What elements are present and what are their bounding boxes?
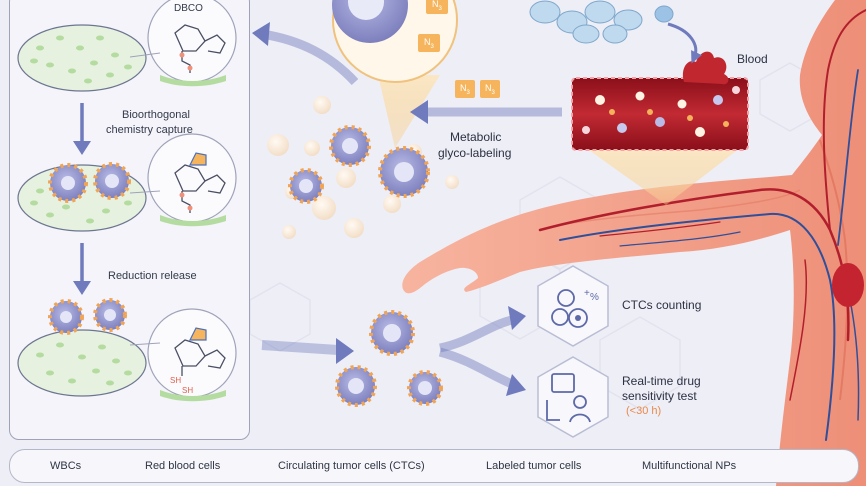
legend-item-ctc: Circulating tumor cells (CTCs) <box>272 450 425 482</box>
human-body <box>402 0 866 486</box>
ctc-counting-label: CTCs counting <box>622 298 702 312</box>
mixed-cell-population <box>267 96 459 239</box>
blood-vessel-segment <box>571 51 749 205</box>
capture-release-panel: DBCO Bioorthogonal chemistry capture Red… <box>9 0 250 440</box>
arrow-release-head <box>336 338 354 364</box>
arrow-to-counting <box>439 315 514 353</box>
blood-cells-in-vessel <box>582 86 740 137</box>
counting-hexagon: + % <box>537 265 609 347</box>
metabolic-label-line2: glyco-labeling <box>438 146 512 160</box>
blood-label: Blood <box>737 52 768 66</box>
magnified-ctc-view <box>332 0 458 148</box>
arrow-to-counting-head <box>508 306 526 330</box>
svg-text:+: + <box>584 288 590 299</box>
azide-tag-label-1: N3 <box>432 0 442 12</box>
cell-cluster-source <box>529 0 674 44</box>
blood-vessels <box>538 9 866 441</box>
legend-item-np: Multifunctional NPs <box>636 450 736 482</box>
step1-label-line2: chemistry capture <box>106 124 193 136</box>
arrow-to-drug-test-head <box>506 374 526 396</box>
arrow-to-panel-head <box>252 22 270 46</box>
legend-label: Circulating tumor cells (CTCs) <box>278 460 425 472</box>
released-labeled-ctcs <box>335 310 443 407</box>
panel-canvas <box>17 0 237 402</box>
sh-label-2: SH <box>182 386 194 395</box>
step2-label: Reduction release <box>108 270 197 282</box>
azide-tag-label-2: N3 <box>424 37 434 50</box>
metabolic-arrow-head <box>410 100 428 124</box>
drug-test-hexagon <box>537 356 609 438</box>
stage1-substrate <box>17 0 237 92</box>
legend: WBCs Red blood cells Circulating tumor c… <box>9 449 859 483</box>
legend-label: Labeled tumor cells <box>486 460 582 472</box>
heart-icon <box>832 263 864 307</box>
drug-test-label-line2: sensitivity test <box>622 389 697 403</box>
azide-tag-label-3: N3 <box>460 83 470 96</box>
legend-label: Red blood cells <box>145 460 221 472</box>
sh-label-1: SH <box>170 376 182 385</box>
dbco-label: DBCO <box>174 3 203 14</box>
drug-test-time-note: (<30 h) <box>626 405 662 417</box>
arrow-to-blood <box>667 22 702 64</box>
azide-tag-icons <box>418 0 500 98</box>
drug-test-label-line1: Real-time drug <box>622 374 701 388</box>
svg-text:%: % <box>590 292 599 303</box>
legend-item-labeled: Labeled tumor cells <box>480 450 581 482</box>
arrow-to-drug-test <box>438 347 514 389</box>
labeled-ctc-cells-middle <box>288 125 430 204</box>
legend-item-rbc: Red blood cells <box>139 450 220 482</box>
legend-item-wbc: WBCs <box>44 450 81 482</box>
legend-label: WBCs <box>50 460 82 472</box>
stage3-substrate <box>17 298 237 402</box>
arrow-release <box>261 340 339 355</box>
azide-tag-label-4: N3 <box>485 83 495 96</box>
stage2-substrate <box>17 133 237 232</box>
arrow-to-panel <box>261 29 359 86</box>
metabolic-label-line1: Metabolic <box>450 130 502 144</box>
legend-label: Multifunctional NPs <box>642 460 737 472</box>
step1-label-line1: Bioorthogonal <box>122 109 190 121</box>
